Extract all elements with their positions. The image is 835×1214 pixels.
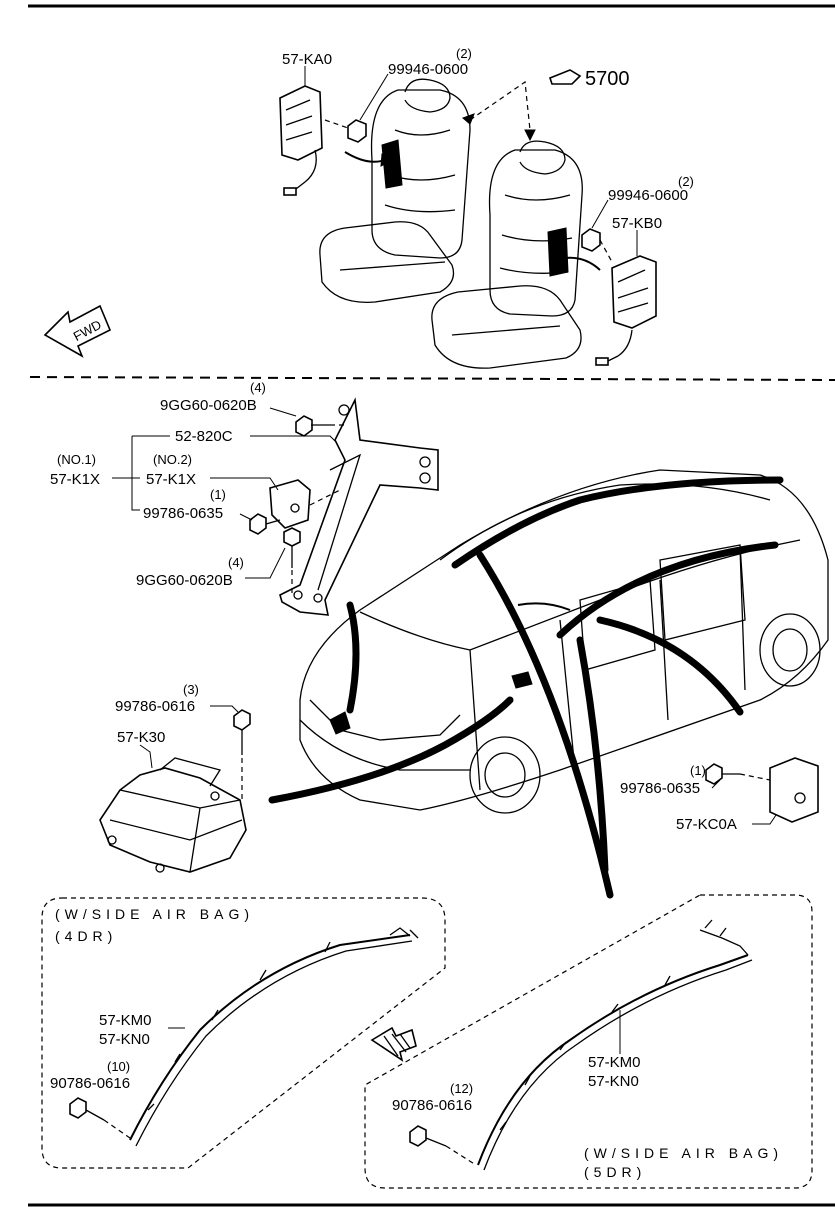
curtain-route-upper bbox=[556, 541, 779, 639]
side-sensor-screw-icon bbox=[705, 763, 740, 785]
passenger-nut-icon bbox=[581, 228, 601, 252]
module-bolt-icon bbox=[233, 709, 251, 755]
section-divider bbox=[29, 376, 835, 381]
driver-seat-drawing bbox=[319, 78, 471, 303]
driver-nut-qty: (2) bbox=[456, 46, 472, 61]
curtain-4dr-airbag bbox=[129, 927, 419, 1147]
curtain-5dr-part-a: 57-KM0 bbox=[588, 1054, 641, 1071]
sensor-bracket-section: (4) 9GG60-0620B 52-820C (NO.1) 57-K1X (N… bbox=[50, 380, 439, 616]
reference-group-number: 5700 bbox=[585, 68, 630, 90]
curtain-5dr-airbag bbox=[477, 919, 753, 1171]
reference-arrow-icon bbox=[549, 69, 582, 85]
driver-airbag-part-number: 57-KA0 bbox=[282, 51, 332, 68]
curtain-5dr-bolt-icon bbox=[409, 1125, 447, 1147]
bracket-bottom-bolt-icon bbox=[283, 527, 301, 568]
passenger-seat-drawing bbox=[431, 140, 583, 369]
seat-section: FWD 57-KA0 (2) 99946-0600 5700 (2) 99946… bbox=[43, 46, 694, 369]
bracket-part-number: 52-820C bbox=[175, 428, 233, 445]
driver-side-airbag-module bbox=[279, 85, 323, 196]
sensor-no2-part-number: 57-K1X bbox=[146, 471, 196, 488]
front-sensor-route bbox=[346, 601, 360, 714]
front-crash-sensor bbox=[269, 479, 311, 529]
curtain-5dr-subtitle: (5DR) bbox=[584, 1164, 646, 1180]
curtain-4dr-part-b: 57-KN0 bbox=[99, 1031, 150, 1048]
curtain-4dr-title: (W/SIDE AIR BAG) bbox=[55, 906, 254, 922]
module-bolt-qty: (3) bbox=[183, 682, 199, 697]
curtain-4dr-bolt-qty: (10) bbox=[107, 1059, 130, 1074]
curtain-5dr-dashed-border bbox=[364, 894, 813, 1189]
bracket-bottom-bolt-qty: (4) bbox=[228, 555, 244, 570]
curtain-4dr-dashed-border bbox=[41, 897, 446, 1169]
sensor-screw-qty: (1) bbox=[210, 487, 226, 502]
module-bolt-part-number: 99786-0616 bbox=[115, 698, 195, 715]
curtain-route-top bbox=[451, 476, 784, 569]
bracket-top-bolt-qty: (4) bbox=[250, 380, 266, 395]
sensor-screw-icon bbox=[249, 513, 281, 535]
bracket-top-bolt-part-number: 9GG60-0620B bbox=[160, 397, 257, 414]
sensor-no1-part-number: 57-K1X bbox=[50, 471, 100, 488]
fwd-arrow-icon: FWD bbox=[43, 304, 112, 358]
curtain-4dr-bolt-part-number: 90786-0616 bbox=[50, 1075, 130, 1092]
passenger-nut-qty: (2) bbox=[678, 174, 694, 189]
sensor-screw-part-number: 99786-0635 bbox=[143, 505, 223, 522]
curtain-4dr-bolt-icon bbox=[69, 1097, 105, 1121]
bracket-top-bolt-icon bbox=[295, 415, 330, 437]
side-sensor-part-number: 57-KC0A bbox=[676, 816, 737, 833]
curtain-5dr-bolt-part-number: 90786-0616 bbox=[392, 1097, 472, 1114]
alternate-arrow-icon bbox=[370, 1026, 417, 1062]
side-sensor-route bbox=[596, 616, 744, 716]
car-body-drawing bbox=[299, 469, 829, 814]
sensor-no1-tag: (NO.1) bbox=[57, 452, 96, 467]
passenger-side-airbag-module bbox=[595, 255, 657, 366]
side-crash-sensor-section: (1) 99786-0635 57-KC0A bbox=[620, 757, 819, 833]
curtain-5dr-bolt-qty: (12) bbox=[450, 1081, 473, 1096]
passenger-airbag-part-number: 57-KB0 bbox=[612, 215, 662, 232]
driver-nut-part-number: 99946-0600 bbox=[388, 61, 468, 78]
curtain-4dr-part-a: 57-KM0 bbox=[99, 1012, 152, 1029]
sensor-no2-tag: (NO.2) bbox=[153, 452, 192, 467]
bracket-bottom-bolt-part-number: 9GG60-0620B bbox=[136, 572, 233, 589]
passenger-nut-part-number: 99946-0600 bbox=[608, 187, 688, 204]
curtain-airbag-5dr-section: (W/SIDE AIR BAG) (5DR) 57-KM0 57-KN0 (12… bbox=[364, 894, 813, 1189]
module-route bbox=[268, 696, 514, 804]
curtain-route-5dr bbox=[576, 636, 609, 874]
side-sensor-screw-part-number: 99786-0635 bbox=[620, 780, 700, 797]
driver-nut-icon bbox=[347, 119, 367, 143]
curtain-5dr-title: (W/SIDE AIR BAG) bbox=[584, 1145, 783, 1161]
curtain-5dr-part-b: 57-KN0 bbox=[588, 1073, 639, 1090]
airbag-control-module-section: (3) 99786-0616 57-K30 bbox=[99, 682, 251, 873]
curtain-4dr-subtitle: (4DR) bbox=[55, 928, 117, 944]
curtain-airbag-4dr-section: (W/SIDE AIR BAG) (4DR) 57-KM0 57-KN0 (10… bbox=[41, 897, 446, 1169]
side-sensor-screw-qty: (1) bbox=[690, 763, 706, 778]
curtain-route-4dr bbox=[476, 551, 614, 899]
module-part-number: 57-K30 bbox=[117, 729, 165, 746]
